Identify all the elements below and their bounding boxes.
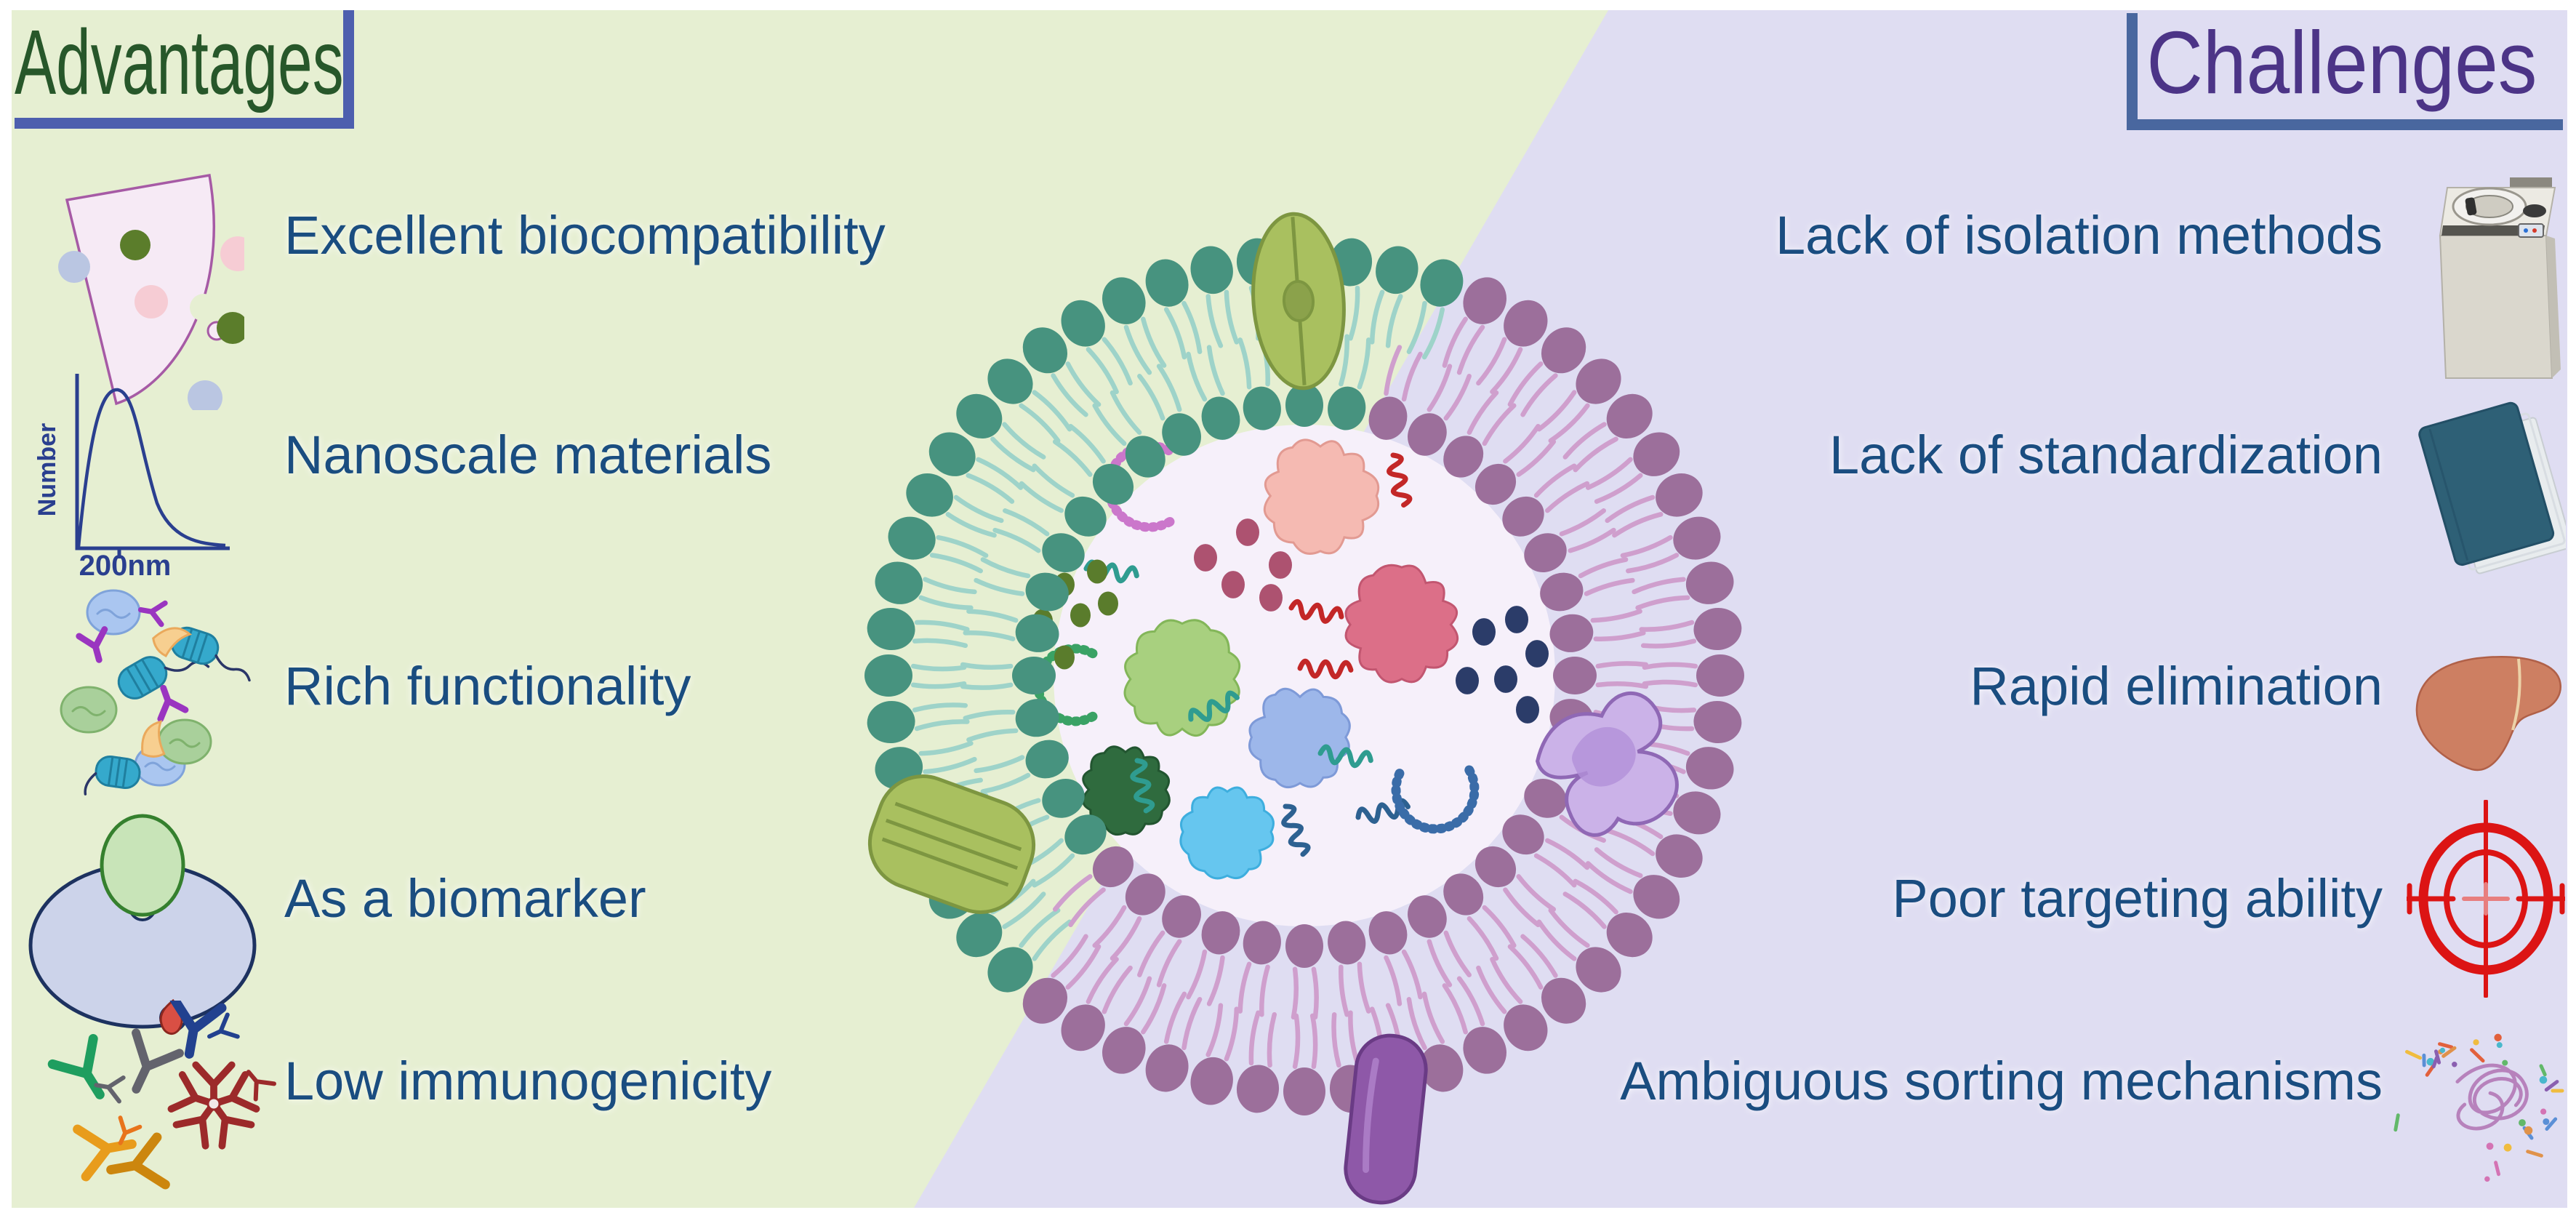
challenge-label-standardization: Lack of standardization (1829, 425, 2383, 485)
cargo-blob-salmon (1263, 438, 1380, 555)
cargo-blob-periwinkle (1248, 687, 1351, 789)
rna-squiggle (1317, 744, 1373, 769)
chart-x-tick-label: 200nm (79, 550, 172, 577)
rna-squiggle (1130, 758, 1155, 814)
advantage-label-biomarker: As a biomarker (284, 868, 646, 929)
ultracentrifuge-icon (2424, 169, 2566, 387)
rna-squiggle (1387, 452, 1413, 508)
vesicle-lumen (1054, 425, 1555, 926)
challenges-title: Challenges (2146, 13, 2537, 112)
cargo-dot-cluster (1456, 606, 1549, 724)
size-distribution-chart-icon: Number 200nm (32, 361, 252, 577)
advantage-label-functionality: Rich functionality (284, 656, 691, 716)
advantages-title: Advantages (15, 11, 344, 113)
advantage-label-nanoscale: Nanoscale materials (284, 425, 772, 485)
challenge-label-elimination: Rapid elimination (1970, 656, 2383, 716)
antibodies-icon (33, 1001, 277, 1208)
rna-squiggle (1297, 658, 1354, 680)
membrane-puzzle-icon (26, 159, 244, 410)
advantages-title-box: Advantages (15, 10, 354, 129)
cargo-blob-rose (1344, 564, 1459, 684)
cargo-blob-cyan (1179, 786, 1275, 880)
membrane-protein-channel (1251, 212, 1346, 390)
protein-tangle (2455, 1063, 2529, 1131)
challenges-title-box: Challenges (2127, 13, 2563, 130)
rna-squiggle (1281, 804, 1311, 857)
nucleic-acid-coil (1391, 765, 1480, 834)
rna-squiggle (1288, 598, 1344, 624)
receptor-binding-icon (20, 809, 268, 1035)
advantage-label-biocompatibility: Excellent biocompatibility (284, 205, 886, 265)
membrane-proteins (867, 212, 1679, 1205)
exosome-vesicle-illustration (864, 212, 1744, 1205)
membrane-protein-barrel (867, 774, 1036, 914)
igm-pentamer-icon (171, 1065, 256, 1146)
challenge-label-sorting: Ambiguous sorting mechanisms (1620, 1051, 2383, 1111)
rna-squiggle (1188, 690, 1240, 722)
challenge-label-isolation: Lack of isolation methods (1775, 205, 2383, 265)
book-icon (2417, 394, 2566, 585)
liver-icon (2411, 620, 2566, 812)
sorting-scatter-particles (2394, 1033, 2564, 1182)
membrane-protein-rod (1344, 1033, 1428, 1205)
surface-proteins-icon (42, 570, 269, 806)
molecular-tangle-icon (2380, 1008, 2566, 1198)
target-crosshair-icon (2407, 800, 2565, 998)
advantage-label-immunogenicity: Low immunogenicity (284, 1051, 772, 1111)
vesicle-cargo (1032, 438, 1549, 880)
exosome-advantages-challenges-figure: Advantages Challenges Excellent biocompa… (12, 10, 2567, 1208)
chart-y-label: Number (33, 423, 61, 516)
cargo-dot-cluster (1194, 518, 1292, 612)
cargo-blob-light-green (1123, 619, 1241, 737)
membrane-protein-gpcr (1536, 691, 1679, 837)
challenge-label-targeting: Poor targeting ability (1892, 868, 2383, 929)
